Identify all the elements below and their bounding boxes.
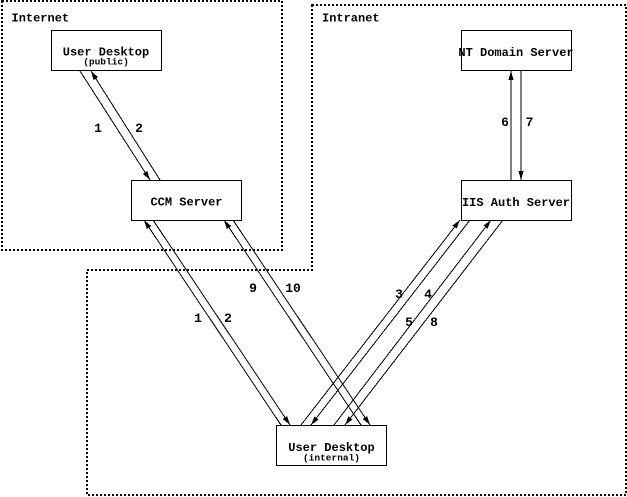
svg-text:1: 1 — [194, 311, 202, 326]
svg-text:10: 10 — [285, 281, 301, 296]
svg-text:2: 2 — [224, 311, 232, 326]
svg-text:IIS Auth Server: IIS Auth Server — [462, 196, 570, 210]
svg-text:Intranet: Intranet — [322, 12, 380, 26]
svg-text:8: 8 — [430, 315, 438, 330]
svg-text:User Desktop: User Desktop — [288, 441, 374, 455]
svg-text:1: 1 — [94, 121, 102, 136]
svg-text:CCM Server: CCM Server — [150, 196, 222, 210]
svg-text:3: 3 — [395, 287, 403, 302]
svg-text:User Desktop: User Desktop — [63, 46, 149, 60]
svg-text:(internal): (internal) — [303, 453, 360, 464]
svg-text:7: 7 — [526, 115, 534, 130]
svg-text:2: 2 — [135, 121, 143, 136]
svg-text:9: 9 — [249, 281, 257, 296]
svg-text:6: 6 — [501, 115, 509, 130]
svg-text:Internet: Internet — [12, 12, 70, 26]
svg-text:(public): (public) — [83, 57, 129, 68]
svg-text:5: 5 — [405, 315, 413, 330]
svg-text:NT Domain Server: NT Domain Server — [458, 46, 573, 60]
svg-text:4: 4 — [424, 287, 432, 302]
